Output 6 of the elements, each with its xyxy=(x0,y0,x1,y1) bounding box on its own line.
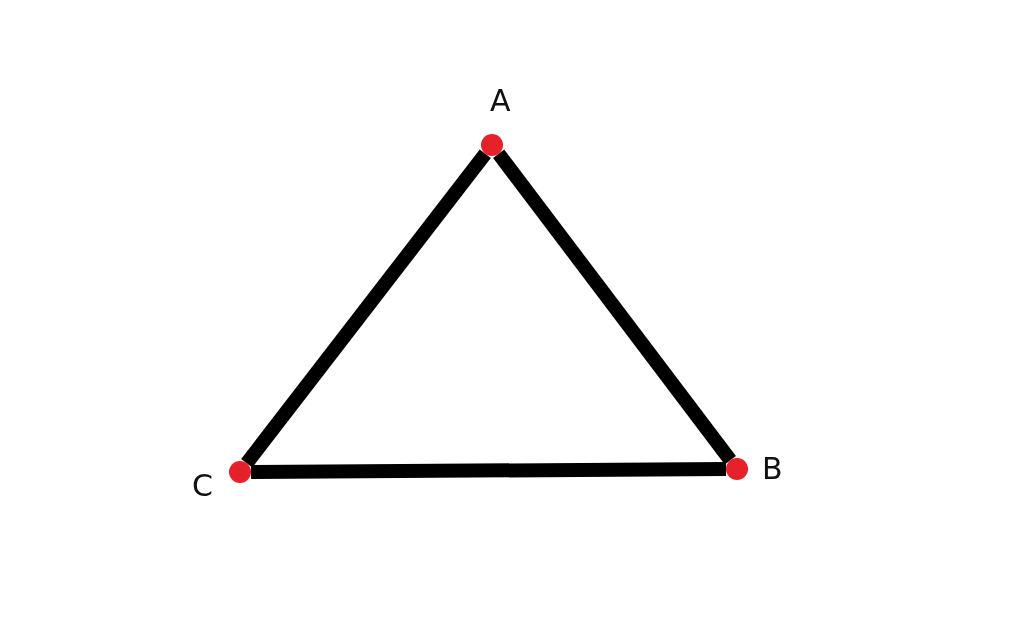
vertex-label: C xyxy=(192,469,213,503)
triangle-side xyxy=(493,149,736,465)
vertex-label: A xyxy=(490,84,511,118)
triangle-side xyxy=(250,462,727,479)
triangle-side xyxy=(241,149,491,468)
vertex-label: B xyxy=(762,452,783,486)
